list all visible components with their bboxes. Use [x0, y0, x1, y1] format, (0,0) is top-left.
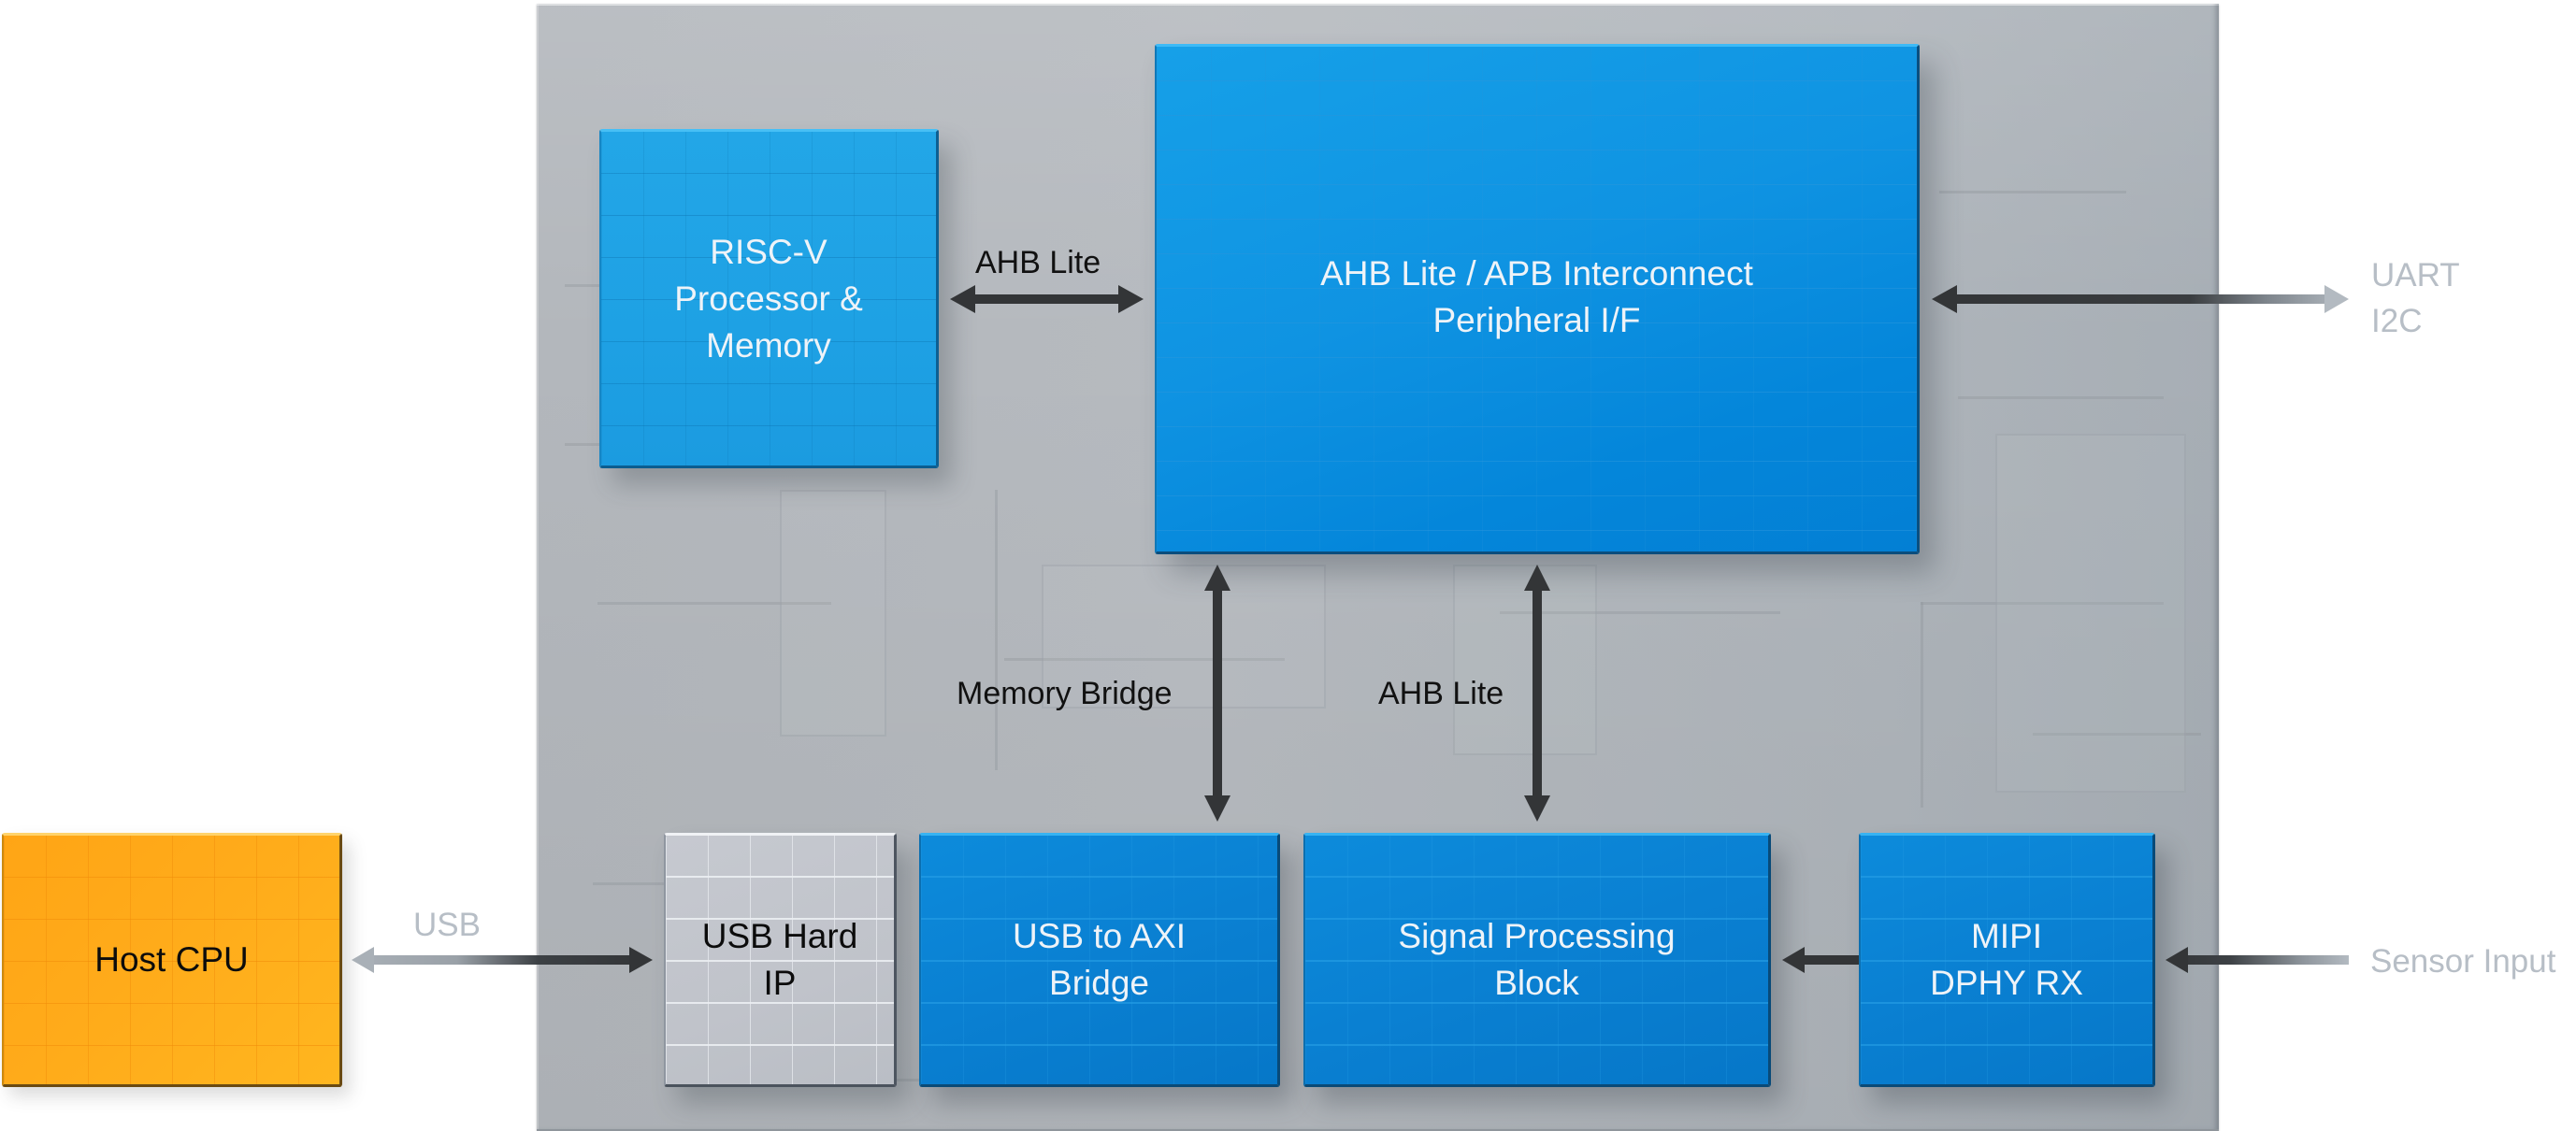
ahb-apb-interconnect-label: AHB Lite / APB Interconnect Peripheral I… — [1320, 254, 1753, 339]
circuit-pad — [1042, 565, 1326, 709]
circuit-trace — [995, 490, 998, 770]
ahb-lite-label-top: AHB Lite — [975, 245, 1101, 280]
sensor-input-label: Sensor Input — [2370, 943, 2556, 980]
circuit-pad — [780, 490, 886, 737]
signal-processing-block[interactable]: Signal Processing Block — [1303, 833, 1771, 1087]
arrow-head-right — [2324, 285, 2349, 313]
host-cpu-label: Host CPU — [94, 940, 249, 979]
ahb-lite-label-vertical: AHB Lite — [1378, 676, 1504, 711]
circuit-trace — [1500, 611, 1780, 614]
circuit-trace — [1921, 602, 2164, 605]
host-cpu-block[interactable]: Host CPU — [2, 833, 342, 1087]
circuit-trace — [1958, 396, 2164, 399]
circuit-pad — [1453, 565, 1597, 755]
usb-to-axi-bridge-label: USB to AXI Bridge — [1012, 917, 1187, 1002]
circuit-trace — [597, 602, 831, 605]
ahb-apb-interconnect-block[interactable]: AHB Lite / APB Interconnect Peripheral I… — [1155, 44, 1920, 554]
usb-to-axi-bridge-block[interactable]: USB to AXI Bridge — [919, 833, 1280, 1087]
usb-hard-ip-block[interactable]: USB Hard IP — [664, 833, 897, 1087]
usb-label: USB — [413, 907, 481, 943]
risc-v-processor-block[interactable]: RISC-V Processor & Memory — [599, 129, 939, 468]
memory-bridge-label: Memory Bridge — [957, 676, 1173, 711]
arrow-head-left — [352, 947, 374, 973]
circuit-trace — [1939, 191, 2126, 193]
uart-i2c-label: UART I2C — [2371, 257, 2460, 339]
circuit-pad — [1995, 434, 2186, 793]
circuit-trace — [1921, 602, 1923, 808]
signal-processing-label: Signal Processing Block — [1398, 917, 1676, 1002]
mipi-dphy-rx-label: MIPI DPHY RX — [1930, 917, 2083, 1002]
risc-v-processor-label: RISC-V Processor & Memory — [674, 232, 863, 365]
circuit-trace — [1004, 658, 1285, 661]
mipi-dphy-rx-block[interactable]: MIPI DPHY RX — [1859, 833, 2155, 1087]
circuit-trace — [2033, 733, 2201, 736]
usb-hard-ip-label: USB Hard IP — [701, 917, 858, 1002]
